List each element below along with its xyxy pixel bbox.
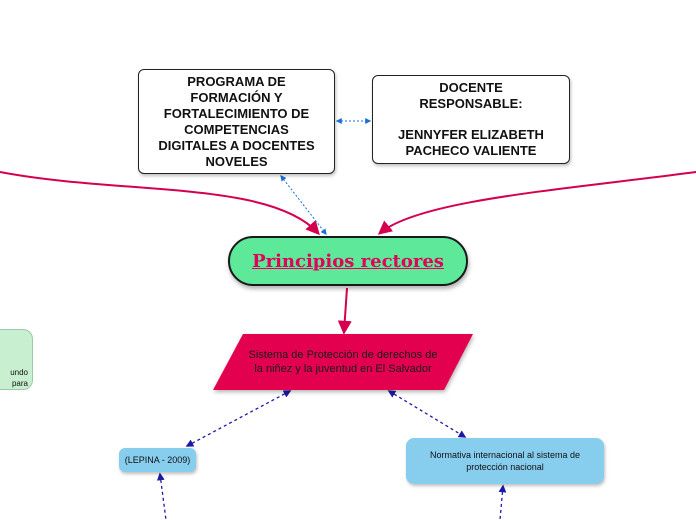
sistema-shape [213,334,473,390]
connector-sistema-lepina [185,390,292,447]
connector-sistema-normativa [387,390,467,438]
lepina-node[interactable]: (LEPINA - 2009) [119,448,196,472]
lepina-text: (LEPINA - 2009) [124,455,191,465]
connector-programa-central [280,175,327,235]
docente-line-2: RESPONSABLE: [419,96,523,111]
left-partial-node[interactable]: undo para [0,329,33,390]
sistema-text: Sistema de Protección de derechos de la … [248,349,438,375]
docente-node[interactable]: DOCENTE RESPONSABLE: JENNYFER ELIZABETH … [372,75,570,164]
central-topic-text: Principios rectores [252,250,444,272]
normativa-text: Normativa internacional al sistema de pr… [429,450,581,472]
sistema-node[interactable]: Sistema de Protección de derechos de la … [228,334,458,390]
connector-normativa-down [498,484,507,520]
connector-right-curve [377,171,696,235]
connector-left-curve [0,171,320,236]
normativa-node[interactable]: Normativa internacional al sistema de pr… [406,438,604,484]
connector-lepina-down [156,472,167,520]
docente-line-4: PACHECO VALIENTE [405,143,537,158]
connector-central-sistema [337,287,352,335]
programa-text: PROGRAMA DE FORMACIÓN Y FORTALECIMIENTO … [158,73,315,169]
left-partial-line-2: para [11,379,28,388]
docente-line-1: DOCENTE [439,80,503,95]
left-partial-line-1: undo [10,368,28,377]
central-topic-node[interactable]: Principios rectores [228,236,468,286]
programa-node[interactable]: PROGRAMA DE FORMACIÓN Y FORTALECIMIENTO … [138,69,335,174]
docente-line-3: JENNYFER ELIZABETH [398,127,544,142]
